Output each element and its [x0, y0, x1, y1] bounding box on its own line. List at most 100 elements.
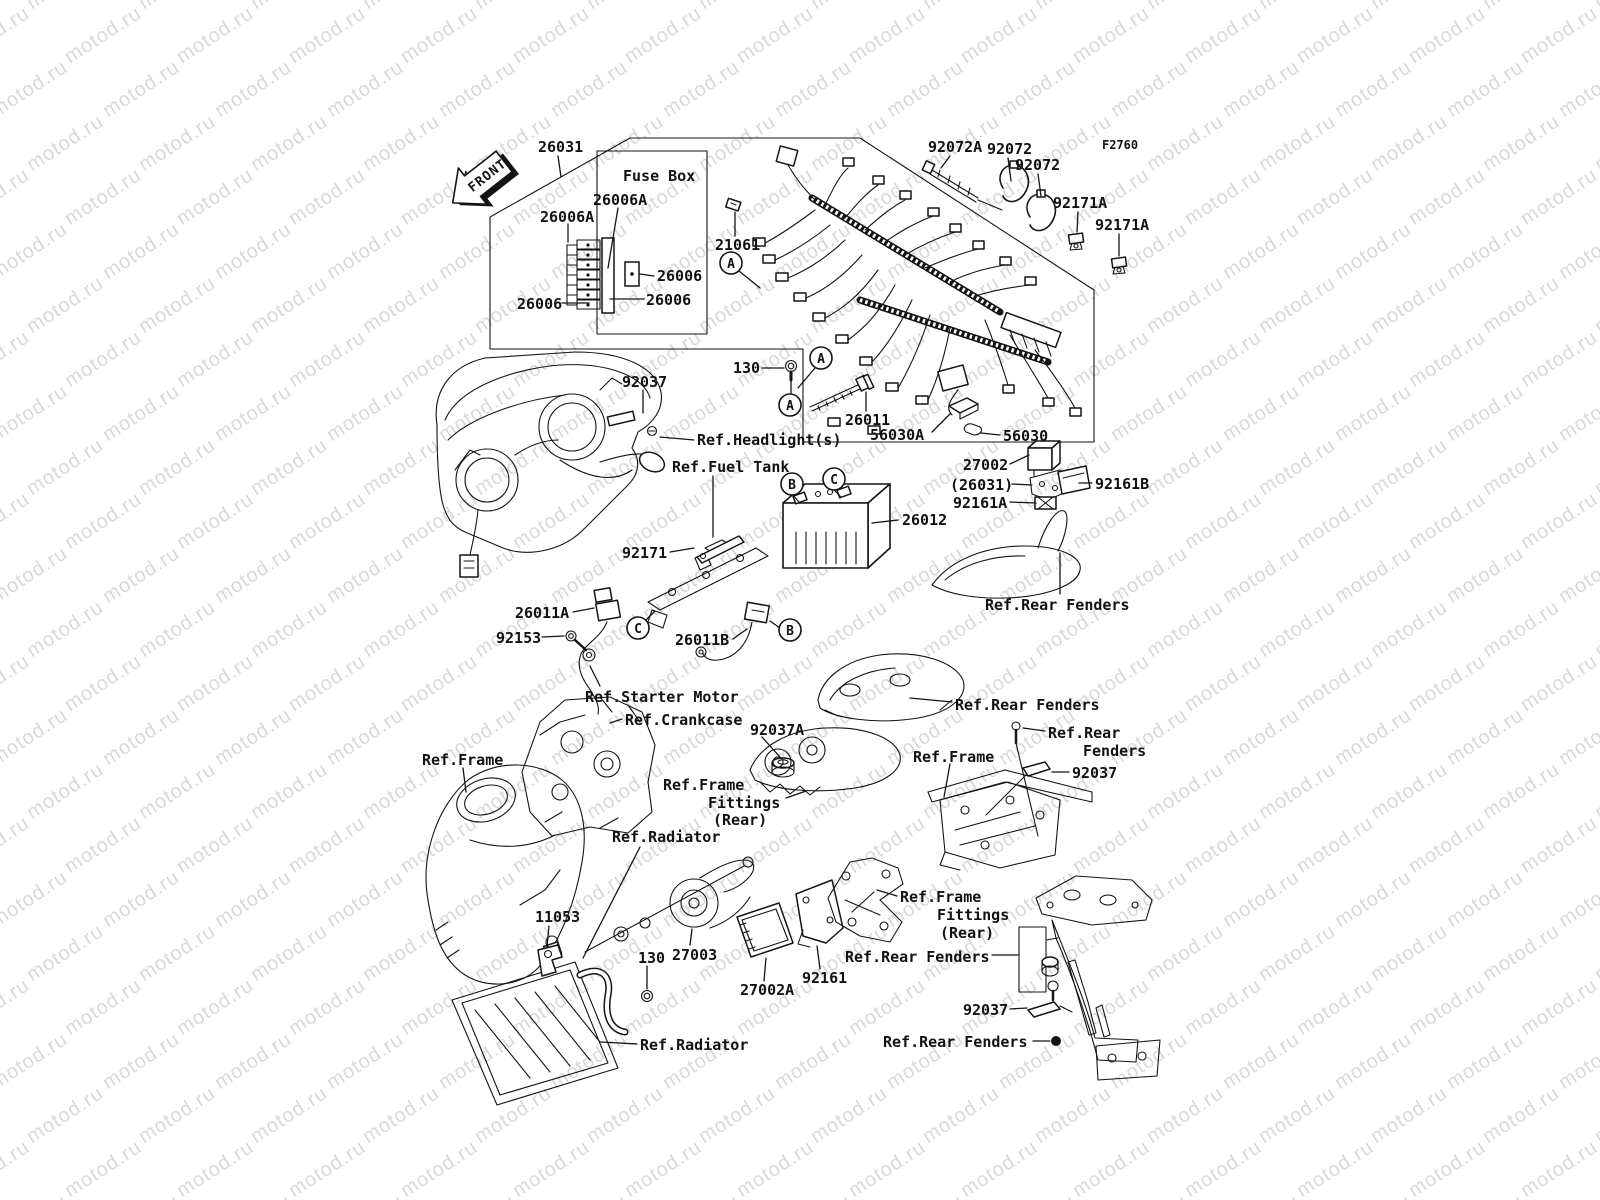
plate-92161b	[1057, 465, 1091, 495]
headlight-assembly	[435, 351, 666, 578]
label-11053: 11053	[535, 908, 580, 926]
relay-27002	[1027, 440, 1061, 477]
label-ref-frame-right: Ref.Frame	[913, 748, 994, 766]
label-ref-rear-fenders-b: Ref.Rear Fenders	[955, 696, 1100, 714]
relay-56030-assembly	[937, 364, 969, 392]
label-92161: 92161	[802, 969, 847, 987]
fender-mount-parts	[1018, 926, 1059, 1002]
callout-circle-a-3: A	[778, 393, 802, 417]
label-27002a: 27002A	[740, 981, 794, 999]
label-26012: 26012	[902, 511, 947, 529]
label-fittings-right-2: Fittings	[937, 906, 1009, 924]
harness-box-outline	[489, 137, 1095, 443]
circle-letter: A	[786, 399, 794, 414]
label-26011b: 26011B	[675, 631, 729, 649]
callout-circle-c-2: C	[626, 616, 650, 640]
screw-26011	[809, 373, 875, 412]
clip-56030	[963, 423, 983, 436]
wiring-harness-26031	[752, 145, 1082, 435]
label-26011: 26011	[845, 411, 890, 429]
strap-92037-bottom	[1027, 1001, 1073, 1018]
figure-code: F2760	[1102, 138, 1138, 152]
label-92161a: 92161A	[953, 494, 1007, 512]
callout-circle-a-1: A	[719, 251, 743, 275]
label-92171: 92171	[622, 544, 667, 562]
label-26031-paren: (26031)	[950, 476, 1013, 494]
label-26006-r1: 26006	[657, 267, 702, 285]
label-92171a-2: 92171A	[1095, 216, 1149, 234]
label-fittings-right-3: (Rear)	[940, 924, 994, 942]
radiator	[451, 935, 629, 1106]
cable-tie-92072a	[921, 160, 1003, 211]
bracket-92171	[696, 535, 745, 564]
callout-circle-a-2: A	[809, 346, 833, 370]
circle-letter: B	[786, 624, 794, 639]
label-26006a-2: 26006A	[540, 208, 594, 226]
label-130-bottom: 130	[638, 949, 665, 967]
front-arrow: FRONT	[451, 150, 519, 207]
label-92161b: 92161B	[1095, 475, 1149, 493]
label-ref-radiator-bottom: Ref.Radiator	[640, 1036, 748, 1054]
label-ref-rear-fenders-a: Ref.Rear Fenders	[985, 596, 1130, 614]
circle-letter: B	[788, 478, 796, 493]
label-ref-radiator-top: Ref.Radiator	[612, 828, 720, 846]
label-92153: 92153	[496, 629, 541, 647]
label-92037-mid: 92037	[1072, 764, 1117, 782]
label-27002: 27002	[963, 456, 1008, 474]
label-92171a-1: 92171A	[1053, 194, 1107, 212]
label-26011a: 26011A	[515, 604, 569, 622]
label-92072-2: 92072	[1015, 156, 1060, 174]
callout-circle-b-1: B	[780, 472, 804, 496]
clamp-11053	[537, 944, 563, 977]
ecu-27002a	[736, 902, 794, 958]
frame-fittings-right	[927, 769, 1093, 871]
label-ref-frame-left: Ref.Frame	[422, 751, 503, 769]
frame-fitting-tray	[749, 727, 901, 796]
lead-26011b	[695, 601, 770, 661]
circle-letter: A	[727, 257, 735, 272]
label-56030a: 56030A	[870, 426, 924, 444]
label-fittings-left-3: (Rear)	[713, 811, 767, 829]
label-92037a: 92037A	[750, 721, 804, 739]
label-ref-rear-fenders-e: Ref.Rear Fenders	[883, 1033, 1028, 1051]
label-fittings-left-1: Ref.Frame	[663, 776, 744, 794]
clamp-92171a-1	[1067, 232, 1085, 251]
label-92072a: 92072A	[928, 138, 982, 156]
battery-26012	[782, 483, 891, 569]
bracket-26031	[1029, 469, 1067, 501]
bolt-rear-fender-mid	[1011, 721, 1039, 837]
label-fittings-left-2: Fittings	[708, 794, 780, 812]
rear-fender-upper	[931, 510, 1081, 599]
strap-92037-mid	[985, 761, 1051, 816]
band-92072-1	[999, 160, 1030, 203]
circle-letter: C	[830, 473, 838, 488]
circle-letter: A	[817, 352, 825, 367]
starter-cable-26011a	[578, 586, 622, 715]
label-ref-fuel-tank: Ref.Fuel Tank	[672, 458, 789, 476]
leader-lines	[462, 155, 1120, 1045]
junction-56030a	[948, 397, 979, 420]
label-26006a-1: 26006A	[593, 191, 647, 209]
battery-tray	[817, 653, 965, 722]
label-27003: 27003	[672, 946, 717, 964]
bolt-rear-fender-bottom	[1051, 1036, 1061, 1046]
bracket-92161	[795, 879, 844, 948]
bolt-130-bottom	[640, 989, 654, 1003]
label-56030: 56030	[1003, 427, 1048, 445]
bracket-92037-headlight	[606, 410, 636, 427]
callout-circle-c-1: C	[822, 467, 846, 491]
label-26006-l: 26006	[517, 295, 562, 313]
fuse-box-title: Fuse Box	[623, 167, 695, 185]
horn-27003	[584, 856, 755, 953]
label-ref-starter-motor: Ref.Starter Motor	[585, 688, 739, 706]
label-ref-rear-c1: Ref.Rear	[1048, 724, 1120, 742]
label-ref-rear-fenders-d: Ref.Rear Fenders	[845, 948, 990, 966]
label-92072-1: 92072	[987, 140, 1032, 158]
label-fittings-right-1: Ref.Frame	[900, 888, 981, 906]
part-21061	[724, 197, 742, 212]
label-26006-r2: 26006	[646, 291, 691, 309]
rear-fender-tall	[1035, 875, 1161, 1081]
label-21061: 21061	[715, 236, 760, 254]
